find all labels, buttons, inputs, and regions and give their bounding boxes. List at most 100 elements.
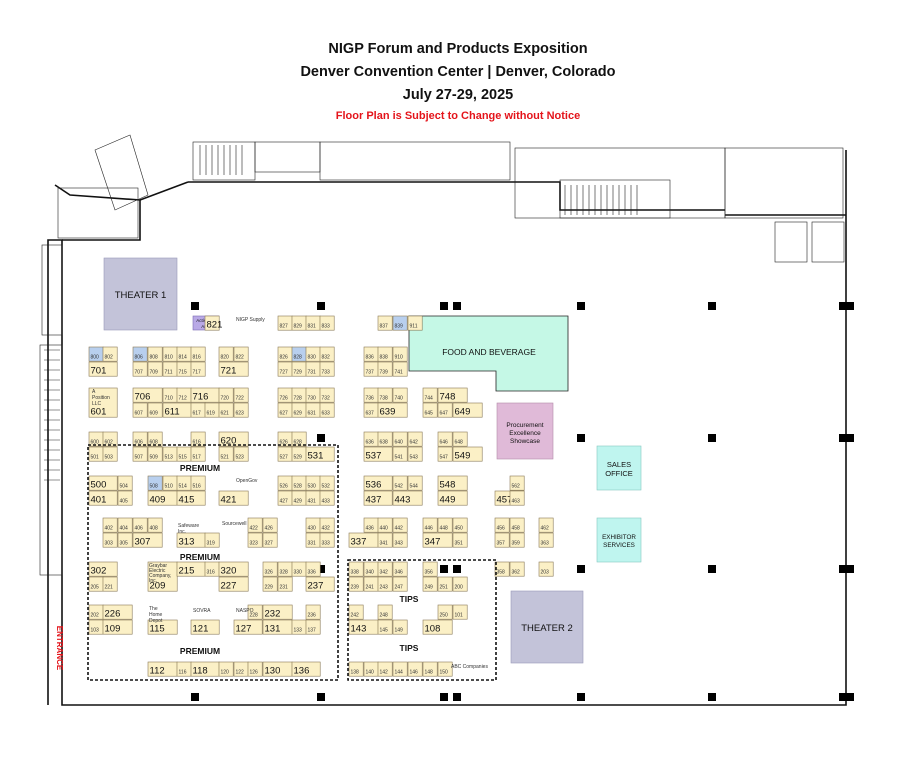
booth-358[interactable]: 358 — [494, 561, 510, 577]
booth-648[interactable]: 648 — [452, 431, 468, 447]
booth-609[interactable]: 609 — [147, 402, 163, 418]
booth-203[interactable]: 203 — [538, 561, 554, 577]
booth-542[interactable]: 542 — [392, 475, 408, 491]
booth-501[interactable]: 501 — [88, 446, 104, 462]
booth-146[interactable]: 146 — [407, 661, 423, 677]
booth-313[interactable]: 313 — [176, 532, 206, 548]
booth-436[interactable]: 436 — [363, 517, 379, 533]
booth-115[interactable]: 115 — [147, 619, 178, 635]
booth-137[interactable]: 137 — [305, 619, 321, 635]
booth-715[interactable]: 715 — [176, 361, 192, 377]
booth-640[interactable]: 640 — [392, 431, 408, 447]
booth-426[interactable]: 426 — [262, 517, 278, 533]
booth-701[interactable]: 701 — [88, 361, 118, 377]
booth-637[interactable]: 637 — [363, 402, 379, 418]
booth-443[interactable]: 443 — [392, 490, 423, 506]
booth-732[interactable]: 732 — [319, 387, 335, 403]
booth-500[interactable]: 500 — [88, 475, 118, 491]
booth-527[interactable]: 527 — [277, 446, 293, 462]
booth-736[interactable]: 736 — [363, 387, 379, 403]
booth-442[interactable]: 442 — [392, 517, 408, 533]
booth-727[interactable]: 727 — [277, 361, 293, 377]
booth-120[interactable]: 120 — [218, 661, 234, 677]
booth-530[interactable]: 530 — [305, 475, 321, 491]
booth-138[interactable]: 138 — [348, 661, 364, 677]
booth-729[interactable]: 729 — [291, 361, 307, 377]
booth-239[interactable]: 239 — [348, 576, 364, 592]
booth-515[interactable]: 515 — [176, 446, 192, 462]
booth-421[interactable]: 421 — [218, 490, 249, 506]
booth-821[interactable]: 821 — [204, 315, 222, 331]
booth-327[interactable]: 327 — [262, 532, 278, 548]
booth-549[interactable]: 549 — [452, 446, 483, 462]
booth-911[interactable]: 911 — [407, 315, 423, 331]
booth-241[interactable]: 241 — [363, 576, 379, 592]
booth-330[interactable]: 330 — [291, 561, 307, 577]
booth-228[interactable]: 228 — [247, 604, 263, 620]
booth-510[interactable]: 510 — [162, 475, 178, 491]
booth-431[interactable]: 431 — [305, 490, 321, 506]
sales-office[interactable]: SALES OFFICE — [596, 445, 642, 491]
booth-136[interactable]: 136 — [291, 661, 321, 677]
booth-710[interactable]: 710 — [162, 387, 178, 403]
booth-601[interactable]: 601 — [88, 387, 118, 418]
booth-108[interactable]: 108 — [422, 619, 453, 635]
booth-645[interactable]: 645 — [422, 402, 438, 418]
booth-356[interactable]: 356 — [422, 561, 438, 577]
booth-504[interactable]: 504 — [117, 475, 133, 491]
booth-231[interactable]: 231 — [277, 576, 293, 592]
booth-616[interactable]: 616 — [190, 431, 206, 447]
procurement-showcase[interactable]: Procurement Excellence Showcase — [496, 402, 554, 460]
booth-320[interactable]: 320 — [218, 561, 249, 577]
booth-733[interactable]: 733 — [319, 361, 335, 377]
booth-236[interactable]: 236 — [305, 604, 321, 620]
booth-513[interactable]: 513 — [162, 446, 178, 462]
booth-827[interactable]: 827 — [277, 315, 293, 331]
booth-242[interactable]: 242 — [348, 604, 364, 620]
booth-808[interactable]: 808 — [147, 346, 163, 362]
booth-302[interactable]: 302 — [88, 561, 118, 577]
booth-720[interactable]: 720 — [218, 387, 234, 403]
booth-449[interactable]: 449 — [437, 490, 468, 506]
booth-722[interactable]: 722 — [233, 387, 249, 403]
booth-116[interactable]: 116 — [176, 661, 192, 677]
booth-806[interactable]: 806 — [132, 346, 148, 362]
booth-536[interactable]: 536 — [363, 475, 393, 491]
booth-251[interactable]: 251 — [437, 576, 453, 592]
booth-636[interactable]: 636 — [363, 431, 379, 447]
booth-149[interactable]: 149 — [392, 619, 408, 635]
booth-458[interactable]: 458 — [509, 517, 525, 533]
booth-340[interactable]: 340 — [363, 561, 379, 577]
booth-200[interactable]: 200 — [452, 576, 468, 592]
booth-706[interactable]: 706 — [132, 387, 163, 403]
booth-642[interactable]: 642 — [407, 431, 423, 447]
booth-730[interactable]: 730 — [305, 387, 321, 403]
booth-323[interactable]: 323 — [247, 532, 263, 548]
booth-331[interactable]: 331 — [305, 532, 321, 548]
booth-562[interactable]: 562 — [509, 475, 525, 491]
booth-118[interactable]: 118 — [190, 661, 220, 677]
booth-741[interactable]: 741 — [392, 361, 408, 377]
booth-839[interactable]: 839 — [392, 315, 408, 331]
booth-142[interactable]: 142 — [377, 661, 393, 677]
theater-2[interactable]: THEATER 2 — [510, 590, 584, 664]
entrance-marker[interactable]: ENTRANCE — [55, 626, 64, 671]
booth-215[interactable]: 215 — [176, 561, 206, 577]
booth-357[interactable]: 357 — [494, 532, 510, 548]
booth-623[interactable]: 623 — [233, 402, 249, 418]
booth-621[interactable]: 621 — [218, 402, 234, 418]
booth-237[interactable]: 237 — [305, 576, 335, 592]
booth-343[interactable]: 343 — [392, 532, 408, 548]
booth-405[interactable]: 405 — [117, 490, 133, 506]
booth-608[interactable]: 608 — [147, 431, 163, 447]
booth-602[interactable]: 602 — [102, 431, 118, 447]
booth-305[interactable]: 305 — [117, 532, 133, 548]
booth-248[interactable]: 248 — [377, 604, 393, 620]
booth-401[interactable]: 401 — [88, 490, 118, 506]
booth-440[interactable]: 440 — [377, 517, 393, 533]
booth-342[interactable]: 342 — [377, 561, 393, 577]
booth-531[interactable]: 531 — [305, 446, 335, 462]
booth-617[interactable]: 617 — [190, 402, 206, 418]
booth-326[interactable]: 326 — [262, 561, 278, 577]
booth-717[interactable]: 717 — [190, 361, 206, 377]
